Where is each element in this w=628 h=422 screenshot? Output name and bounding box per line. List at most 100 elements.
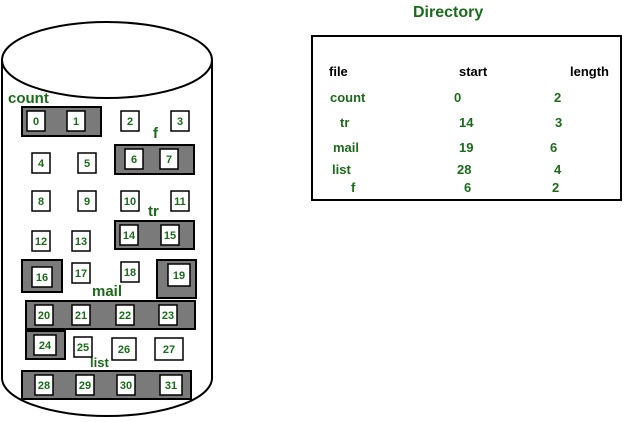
disk-block-number: 20 xyxy=(38,310,50,322)
disk-block-box xyxy=(31,152,51,174)
disk-block-number: 28 xyxy=(38,380,50,392)
disk-block-box xyxy=(75,374,95,396)
disk-block-box xyxy=(71,304,91,326)
directory-row-length: 6 xyxy=(550,140,557,155)
disk-block: 8 xyxy=(31,190,51,212)
directory-row-start: 28 xyxy=(457,162,471,177)
directory-row-length: 2 xyxy=(554,90,561,105)
file-label-mail: mail xyxy=(92,283,122,300)
disk-block-number: 16 xyxy=(36,272,48,284)
disk-block-number: 31 xyxy=(165,380,177,392)
directory-row-file: tr xyxy=(340,115,349,130)
directory-row-file: mail xyxy=(333,140,359,155)
directory-table-border xyxy=(311,35,622,201)
directory-header-length: length xyxy=(570,64,609,79)
directory-header-start: start xyxy=(459,64,488,79)
disk-block: 14 xyxy=(119,224,139,246)
disk-block-box xyxy=(77,190,97,212)
disk-block: 24 xyxy=(33,334,57,356)
directory-title: Directory xyxy=(413,4,483,21)
disk-block-number: 25 xyxy=(77,342,89,354)
directory-row-length: 4 xyxy=(554,162,562,177)
disk-block: 12 xyxy=(31,230,51,252)
disk-block-number: 6 xyxy=(131,154,137,166)
disk-block-number: 30 xyxy=(120,380,132,392)
disk-block-box xyxy=(124,148,144,170)
disk-block-box xyxy=(115,304,135,326)
directory-row-length: 3 xyxy=(555,115,562,130)
disk-block: 5 xyxy=(77,152,97,174)
disk-block: 2 xyxy=(120,110,140,132)
disk-block-number: 0 xyxy=(33,116,39,128)
disk-block: 4 xyxy=(31,152,51,174)
disk-block-box xyxy=(33,334,57,356)
disk-block-box xyxy=(66,110,86,132)
disk-block: 6 xyxy=(124,148,144,170)
disk-block-number: 29 xyxy=(79,380,91,392)
disk-block-box xyxy=(158,304,178,326)
directory-row-start: 19 xyxy=(459,140,473,155)
disk-block-box xyxy=(167,263,191,287)
disk-block-box xyxy=(111,337,137,361)
disk-block: 27 xyxy=(154,337,184,361)
disk-block-box xyxy=(73,336,93,358)
disk-block-number: 26 xyxy=(118,344,130,356)
disk-block: 15 xyxy=(160,224,180,246)
disk-block: 20 xyxy=(34,304,54,326)
disk-block: 18 xyxy=(120,261,140,283)
disk-block-number: 2 xyxy=(127,116,133,128)
disk-block-number: 17 xyxy=(75,268,87,280)
disk-block: 13 xyxy=(71,230,91,252)
disk-block-box xyxy=(26,110,46,132)
disk-block-box xyxy=(34,304,54,326)
disk-block-box xyxy=(170,110,190,132)
disk-file-labels: count f tr mail list xyxy=(8,90,159,370)
directory-row-file: count xyxy=(330,90,366,105)
disk-block-number: 11 xyxy=(174,196,186,208)
disk-block-box xyxy=(160,224,180,246)
directory-header-file: file xyxy=(329,64,348,79)
disk-block: 10 xyxy=(120,190,140,212)
directory-row-start: 14 xyxy=(459,115,474,130)
disk-block-number: 8 xyxy=(38,196,44,208)
disk-block: 16 xyxy=(31,266,53,288)
disk-block-number: 1 xyxy=(73,116,79,128)
disk-block-number: 10 xyxy=(124,196,136,208)
disk-block-box xyxy=(116,374,136,396)
disk-block-number: 22 xyxy=(119,310,131,322)
file-label-list: list xyxy=(90,355,109,370)
cylinder-top xyxy=(1,21,213,99)
disk-block-box xyxy=(71,262,91,284)
disk-block-box xyxy=(71,230,91,252)
disk-block-number: 9 xyxy=(84,196,90,208)
directory: Directory file start length count 0 2 tr… xyxy=(311,4,622,201)
disk-block-number: 19 xyxy=(173,270,185,282)
disk-block-box xyxy=(120,261,140,283)
file-label-tr: tr xyxy=(148,203,159,220)
disk-block-number: 18 xyxy=(124,267,136,279)
disk-block-box xyxy=(31,230,51,252)
disk-block-number: 14 xyxy=(123,230,136,242)
disk-block: 1 xyxy=(66,110,86,132)
disk-block-number: 24 xyxy=(39,340,52,352)
disk-block: 21 xyxy=(71,304,91,326)
disk-block-box xyxy=(34,374,54,396)
disk-block: 25 xyxy=(73,336,93,358)
disk-block: 11 xyxy=(170,190,190,212)
directory-row-file: f xyxy=(351,180,356,195)
disk-block-box xyxy=(159,148,179,170)
disk-block: 17 xyxy=(71,262,91,284)
disk-block-box xyxy=(154,337,184,361)
disk-block: 28 xyxy=(34,374,54,396)
disk-block: 30 xyxy=(116,374,136,396)
directory-row-file: list xyxy=(332,162,351,177)
disk-block-box xyxy=(120,110,140,132)
disk-block-number: 3 xyxy=(177,116,183,128)
disk-block: 9 xyxy=(77,190,97,212)
disk-block-number: 5 xyxy=(84,158,90,170)
disk-block: 26 xyxy=(111,337,137,361)
disk-block: 19 xyxy=(167,263,191,287)
disk-block-box xyxy=(119,224,139,246)
disk-block-box xyxy=(159,374,183,396)
